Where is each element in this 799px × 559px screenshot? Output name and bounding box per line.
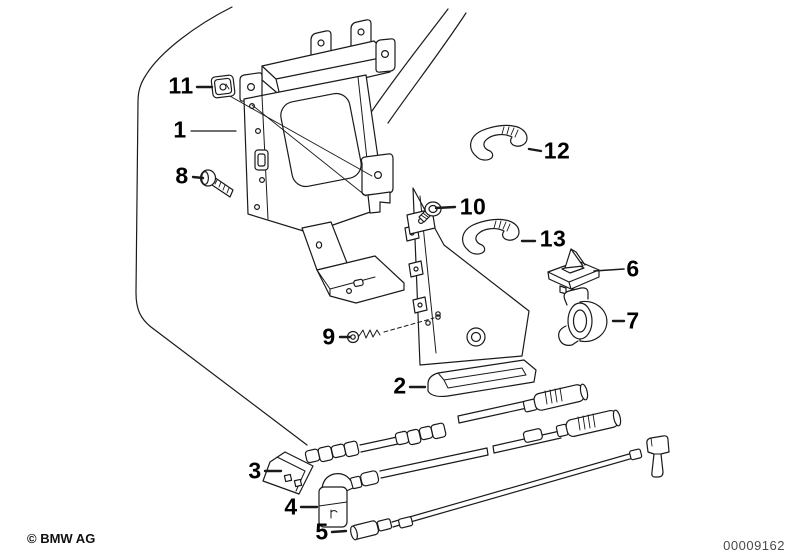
callout-10: 10 [459,193,487,220]
part-2-support-bracket [404,187,537,398]
callout-6: 6 [626,255,640,282]
car-body-outline [135,6,467,446]
callout-7: 7 [626,307,640,334]
callout-2: 2 [393,372,407,399]
callout-3: 3 [248,457,262,484]
callout-11: 11 [168,72,194,99]
callout-13: 13 [539,225,567,252]
callout-leader-lines [190,85,626,534]
callout-1: 1 [173,116,187,143]
part-5-cable [350,435,670,541]
callout-9: 9 [322,323,336,350]
part-11-clip-nut [210,74,236,99]
part-10-bolt [418,201,442,223]
part-12-cable-clip [470,124,528,161]
part-13-cable-clip [462,218,520,255]
document-number: 00009162 [723,538,785,553]
clip-position-leader-lines [227,94,373,197]
part-6-mounting-clip [547,248,600,296]
callout-5: 5 [315,518,329,545]
part-7-cable-holder [558,287,608,346]
part-4-cable [318,409,622,528]
callout-8: 8 [175,162,189,189]
part-3-cable [262,383,589,495]
copyright-text: © BMW AG [27,531,96,546]
callout-4: 4 [284,493,298,520]
part-8-screw [199,169,234,198]
callout-12: 12 [543,137,571,164]
